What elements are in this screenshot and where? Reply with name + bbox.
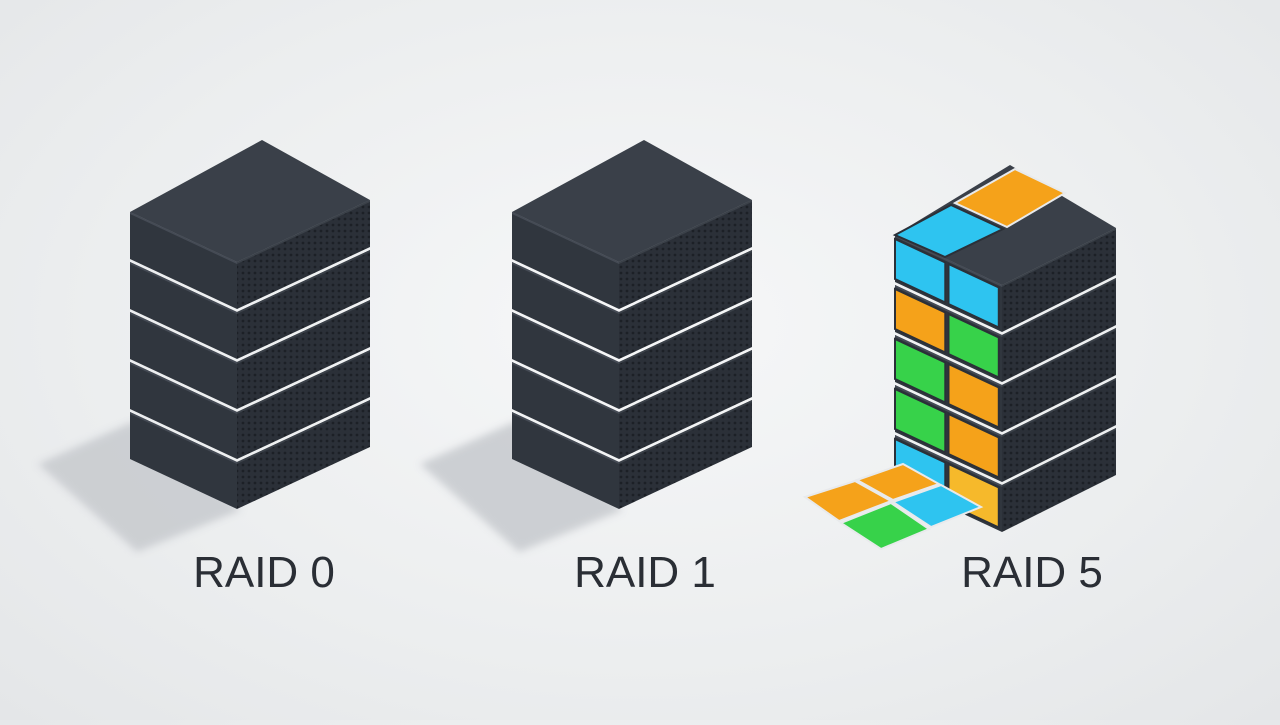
parity-block-blue	[947, 262, 1000, 330]
floor-shadows	[38, 422, 623, 552]
disk-edge	[1002, 378, 1116, 437]
disk-vent-grille	[619, 200, 752, 309]
disk-vent-grille	[1002, 228, 1116, 332]
disk-vent-grille	[1002, 378, 1116, 482]
disk-edge	[237, 350, 370, 414]
raid-5-label: RAID 5	[961, 548, 1103, 597]
disk-front-face	[512, 412, 619, 509]
disk-front-face	[130, 262, 237, 359]
disk-edge	[130, 312, 237, 364]
disk-vent-grille	[1002, 328, 1116, 432]
stack-shadow-0	[38, 422, 241, 552]
disk-edge	[619, 350, 752, 414]
disk-top-lid	[512, 140, 752, 262]
parity-block-orange	[894, 287, 947, 355]
disk-top-lid	[130, 140, 370, 262]
disk-edge	[130, 212, 237, 264]
parity-block-green	[894, 387, 947, 455]
floor-block-orange	[802, 479, 894, 523]
raid-1-label: RAID 1	[574, 548, 716, 597]
disk-front-face	[512, 312, 619, 409]
parity-block-orange	[947, 412, 1000, 480]
disk-vent-grille	[237, 400, 370, 509]
disk-vent-grille	[237, 350, 370, 459]
disk-edge	[130, 362, 237, 414]
raid-0-label: RAID 0	[193, 548, 335, 597]
disk-edge	[619, 300, 752, 364]
disk-vent-grille	[237, 300, 370, 409]
disk-edge	[895, 335, 1002, 387]
disk-edge	[237, 250, 370, 314]
parity-blocks	[802, 167, 1068, 551]
disk-edge	[237, 200, 370, 264]
disk-edge	[237, 400, 370, 464]
disk-vent-grille	[619, 400, 752, 509]
disk-vent-grille	[619, 300, 752, 409]
disk-front-face	[130, 212, 237, 309]
disk-front-face	[512, 362, 619, 459]
parity-block-green	[894, 337, 947, 405]
floor-block-blue	[890, 483, 984, 529]
disk-edge	[130, 412, 237, 464]
disk-vent-grille	[237, 200, 370, 309]
disk-vent-grille	[237, 250, 370, 359]
disk-edge	[1002, 278, 1116, 337]
disk-front-face	[130, 412, 237, 509]
disk-stack-raid-1	[512, 140, 752, 509]
disk-edge	[619, 400, 752, 464]
top-block-orange	[952, 167, 1068, 229]
disk-front-face	[130, 312, 237, 409]
disk-edge	[895, 235, 1002, 287]
disk-front-face	[512, 212, 619, 309]
disk-edge	[130, 262, 237, 314]
disk-edge	[619, 200, 752, 264]
disk-vent-grille	[619, 350, 752, 459]
disk-front-face	[130, 362, 237, 459]
disk-edge	[895, 285, 1002, 337]
floor-block-orange	[854, 462, 942, 502]
disk-edge	[512, 412, 619, 464]
disk-edge	[512, 212, 619, 264]
disk-edge	[1002, 328, 1116, 387]
top-block-blue	[892, 203, 1006, 259]
disk-stack-raid-0	[130, 140, 370, 509]
disk-edge	[895, 385, 1002, 437]
disk-edge	[512, 362, 619, 414]
parity-block-blue	[894, 237, 947, 305]
disk-edge	[1002, 428, 1116, 487]
disk-edge	[512, 312, 619, 364]
disk-edge	[895, 435, 1002, 487]
disk-vent-grille	[619, 250, 752, 359]
disk-edge	[237, 300, 370, 364]
parity-block-green	[947, 312, 1000, 380]
disk-vent-grille	[1002, 428, 1116, 532]
disk-vent-grille	[1002, 278, 1116, 382]
disk-front-face	[512, 262, 619, 359]
floor-block-green	[838, 501, 932, 551]
disk-edge	[512, 262, 619, 314]
stack-shadow-1	[420, 422, 623, 552]
disk-edge	[1002, 228, 1116, 287]
disk-edge	[619, 250, 752, 314]
parity-block-orange	[947, 362, 1000, 430]
